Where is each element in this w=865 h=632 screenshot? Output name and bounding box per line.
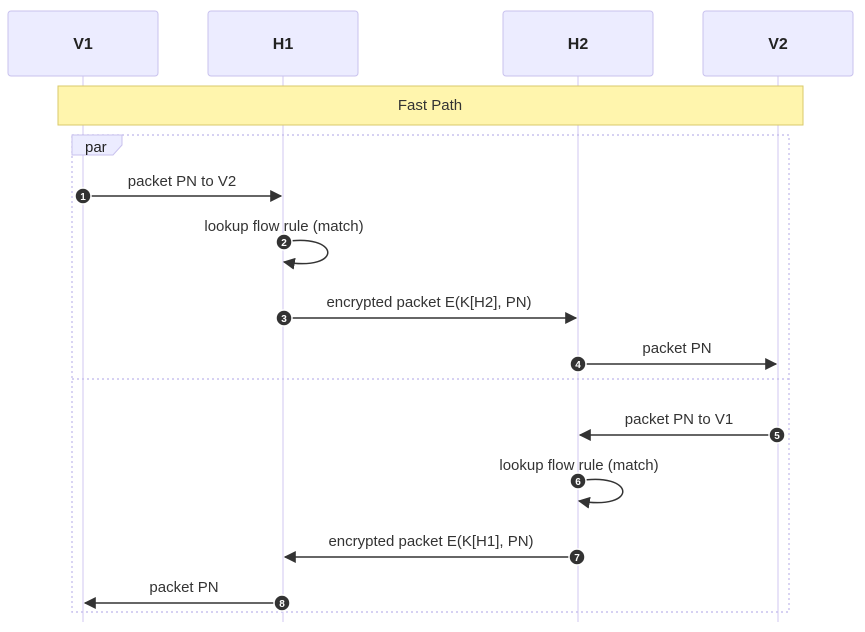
note-text: Fast Path <box>398 97 462 114</box>
actor-v1-label: V1 <box>73 36 93 53</box>
message-8-number: 8 <box>279 599 285 610</box>
message-8-badge <box>273 594 291 612</box>
message-3-label: encrypted packet E(K[H2], PN) <box>326 294 531 311</box>
message-2-number: 2 <box>281 238 287 249</box>
message-2: lookup flow rule (match) 2 <box>204 218 364 270</box>
actor-h1-label: H1 <box>273 36 294 53</box>
message-6-arrow <box>577 478 624 509</box>
actor-v2-label: V2 <box>768 36 788 53</box>
note-box <box>57 85 804 126</box>
message-6-number: 6 <box>575 477 581 488</box>
actor-h2-label: H2 <box>568 36 589 53</box>
par-label: par <box>85 139 107 156</box>
message-3: encrypted packet E(K[H2], PN) 3 <box>275 294 578 327</box>
message-1-number: 1 <box>80 192 86 203</box>
message-2-label: lookup flow rule (match) <box>204 218 363 235</box>
message-1: packet PN to V2 1 <box>74 173 283 205</box>
message-6: lookup flow rule (match) 6 <box>499 457 659 509</box>
message-1-badge <box>74 187 92 205</box>
message-7-number: 7 <box>574 553 580 564</box>
message-8: packet PN 8 <box>83 579 291 612</box>
lifelines <box>82 76 779 622</box>
message-4-badge <box>569 355 587 373</box>
message-1-label: packet PN to V2 <box>128 173 236 190</box>
actor-h2: H2 <box>502 10 654 77</box>
message-2-badge <box>275 233 293 251</box>
message-2-arrow <box>282 239 329 270</box>
message-5-number: 5 <box>774 431 780 442</box>
message-4: packet PN 4 <box>569 340 778 373</box>
message-3-badge <box>275 309 293 327</box>
message-3-number: 3 <box>281 314 287 325</box>
message-7: encrypted packet E(K[H1], PN) 7 <box>283 533 586 566</box>
actor-v1: V1 <box>7 10 159 77</box>
actor-v1-box <box>7 10 159 77</box>
actor-h1-box <box>207 10 359 77</box>
actor-v2-box <box>702 10 854 77</box>
actor-h1: H1 <box>207 10 359 77</box>
par-frame <box>71 134 790 613</box>
message-6-label: lookup flow rule (match) <box>499 457 658 474</box>
actor-v2: V2 <box>702 10 854 77</box>
actor-h2-box <box>502 10 654 77</box>
message-6-badge <box>569 472 587 490</box>
message-8-label: packet PN <box>149 579 218 596</box>
message-4-number: 4 <box>575 360 581 371</box>
message-5-badge <box>768 426 786 444</box>
message-7-badge <box>568 548 586 566</box>
note-fast-path: Fast Path <box>57 85 804 126</box>
message-7-label: encrypted packet E(K[H1], PN) <box>328 533 533 550</box>
message-5-label: packet PN to V1 <box>625 411 733 428</box>
message-4-label: packet PN <box>642 340 711 357</box>
message-5: packet PN to V1 5 <box>578 411 786 444</box>
par-tab <box>71 134 123 156</box>
par-fragment: par <box>71 134 790 613</box>
